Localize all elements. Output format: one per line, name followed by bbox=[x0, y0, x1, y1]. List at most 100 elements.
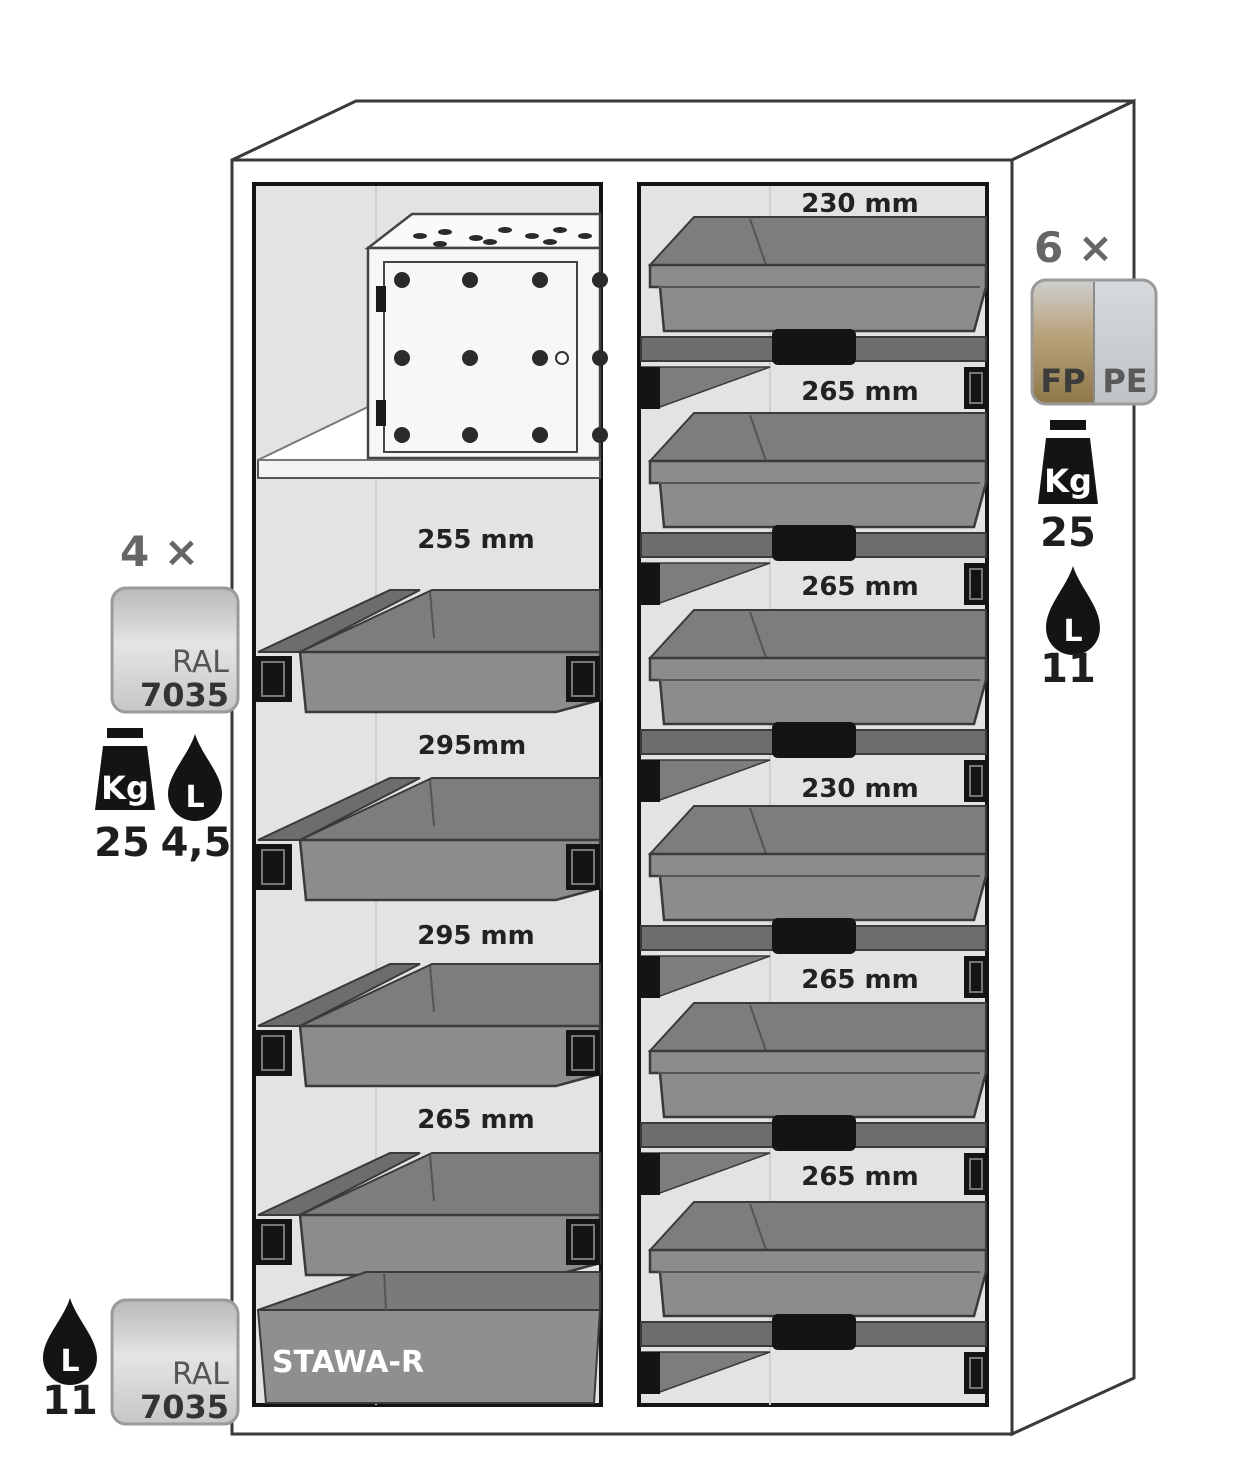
volume-value: 11 bbox=[1040, 646, 1096, 692]
cabinet-top bbox=[231, 99, 1135, 162]
tray-crease bbox=[749, 807, 767, 855]
tray-crease bbox=[749, 414, 767, 462]
perforation-hole bbox=[462, 350, 478, 366]
safety-box bbox=[364, 212, 608, 460]
weight-icon-label: Kg bbox=[101, 769, 149, 807]
ral-tile: RAL 7035 bbox=[110, 586, 240, 714]
tray-inner bbox=[647, 805, 987, 855]
perforation-holes bbox=[394, 227, 608, 443]
weight-icon: Kg bbox=[95, 728, 155, 810]
bottom-sump bbox=[256, 1271, 602, 1404]
tray-rail bbox=[257, 963, 421, 1027]
tray-handle bbox=[772, 329, 856, 365]
ral-tile-bottom: 7035 bbox=[140, 1388, 229, 1426]
tray-inner bbox=[647, 609, 987, 659]
tray-handle bbox=[772, 525, 856, 561]
perforation-hole bbox=[592, 427, 608, 443]
weight-value: 25 bbox=[94, 820, 150, 866]
tray-front bbox=[298, 1213, 602, 1277]
weight-icon-label: Kg bbox=[1044, 462, 1092, 500]
material-tile-border bbox=[1030, 278, 1158, 406]
spacing-label: 295 mm bbox=[417, 921, 535, 951]
lock-icon bbox=[555, 351, 569, 365]
perforation-hole bbox=[525, 233, 539, 239]
rail-bracket-inner bbox=[571, 661, 595, 697]
weight-value: 25 bbox=[1040, 510, 1096, 556]
right-tray bbox=[640, 609, 988, 802]
spacing-label: 265 mm bbox=[801, 377, 919, 407]
right-tray bbox=[640, 216, 988, 409]
safety-box-door bbox=[383, 261, 578, 453]
perforation-hole bbox=[532, 350, 548, 366]
sump-crease bbox=[383, 1271, 387, 1311]
tray-crease bbox=[429, 779, 435, 827]
ral-tile: RAL 7035 bbox=[110, 1298, 240, 1426]
perforation-hole bbox=[532, 427, 548, 443]
tray-crease bbox=[429, 965, 435, 1013]
left-spacing-labels: 255 mm 295mm 295 mm 265 mm bbox=[417, 525, 535, 1135]
hinge-icon bbox=[376, 286, 386, 312]
ral-tile-face bbox=[110, 1298, 240, 1426]
left-tray bbox=[256, 589, 602, 714]
left-tray bbox=[256, 963, 602, 1088]
right-callouts: 6 × FP PE Kg 25 L 11 bbox=[1030, 223, 1158, 692]
spacing-label: 265 mm bbox=[801, 965, 919, 995]
ral-tile-top: RAL bbox=[172, 645, 229, 680]
tray-crease bbox=[749, 1203, 767, 1251]
perforation-hole bbox=[413, 233, 427, 239]
tray-rail bbox=[257, 777, 421, 841]
fp-tile-half bbox=[1032, 280, 1094, 404]
right-tray bbox=[640, 412, 988, 605]
tray-rail bbox=[257, 589, 421, 653]
frame-bracket-inner bbox=[969, 1357, 983, 1389]
right-tray-group bbox=[640, 216, 988, 1394]
tray-front bbox=[648, 1049, 988, 1119]
frame-bracket bbox=[640, 956, 660, 998]
frame-bracket bbox=[640, 367, 660, 409]
drop-icon-label: L bbox=[185, 780, 204, 815]
tray-crease bbox=[429, 1154, 435, 1202]
left-tray-group bbox=[256, 589, 602, 1277]
liquid-drop-icon: L bbox=[1046, 566, 1100, 655]
material-pe: PE bbox=[1102, 362, 1147, 400]
perforation-hole bbox=[438, 229, 452, 235]
tray-inner bbox=[647, 216, 987, 266]
tray-inner bbox=[647, 1002, 987, 1052]
rail-bracket-inner bbox=[261, 849, 285, 885]
frame-bracket-inner bbox=[969, 568, 983, 600]
perforation-hole bbox=[498, 227, 512, 233]
tray-front bbox=[298, 650, 602, 714]
tray-handle bbox=[772, 918, 856, 954]
right-tray bbox=[640, 1002, 988, 1195]
perforation-hole bbox=[462, 427, 478, 443]
material-fp: FP bbox=[1040, 362, 1085, 400]
perforation-hole bbox=[578, 233, 592, 239]
spacing-label: 265 mm bbox=[801, 1162, 919, 1192]
material-tile: FP PE bbox=[1030, 278, 1158, 406]
tray-rail bbox=[257, 1152, 421, 1216]
tray-front bbox=[648, 459, 988, 529]
sump-callouts: L 11 RAL 7035 bbox=[42, 1298, 240, 1426]
perforation-hole bbox=[483, 239, 497, 245]
rail-bracket-inner bbox=[571, 849, 595, 885]
spacing-label: 230 mm bbox=[801, 774, 919, 804]
frame-bracket bbox=[640, 1352, 660, 1394]
frame-bracket bbox=[640, 1153, 660, 1195]
sump-volume-value: 11 bbox=[42, 1378, 98, 1424]
spacing-label: 295mm bbox=[418, 731, 526, 761]
liquid-drop-icon: L bbox=[168, 734, 222, 821]
tray-handle bbox=[772, 1314, 856, 1350]
tray-inner bbox=[647, 1201, 987, 1251]
weight-icon: Kg bbox=[1038, 420, 1098, 504]
volume-value: 4,5 bbox=[161, 820, 232, 866]
perforation-hole bbox=[394, 350, 410, 366]
left-compartment: STAWA-R bbox=[252, 182, 608, 1407]
tray-front bbox=[648, 263, 988, 333]
frame-bracket bbox=[640, 563, 660, 605]
upper-shelf bbox=[257, 459, 601, 479]
rail-bracket-inner bbox=[261, 1224, 285, 1260]
ral-tile-face bbox=[110, 586, 240, 714]
tray-crease bbox=[749, 1004, 767, 1052]
left-quantity: 4 × bbox=[120, 527, 199, 576]
perforation-hole bbox=[433, 241, 447, 247]
